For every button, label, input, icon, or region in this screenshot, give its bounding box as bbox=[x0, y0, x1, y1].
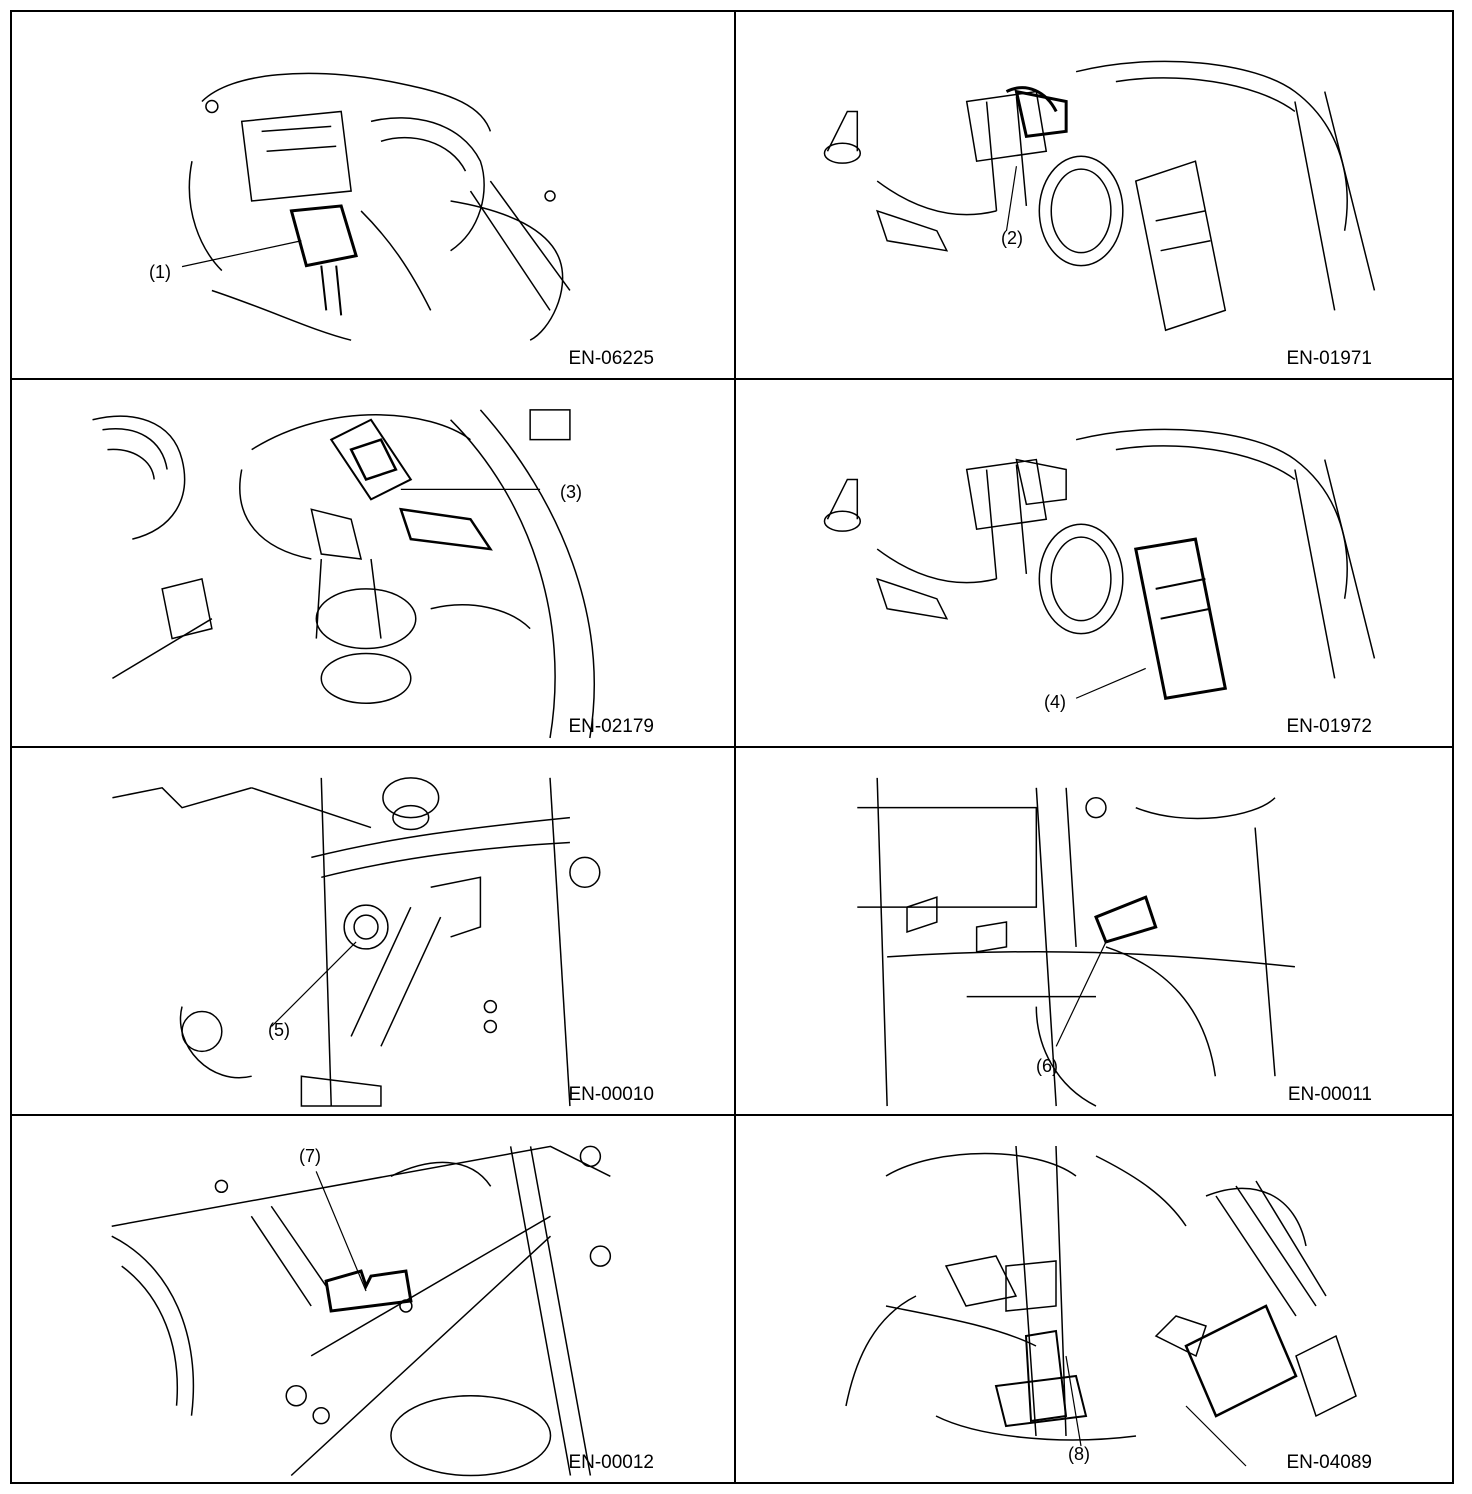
figure-code-8: EN-04089 bbox=[1286, 1452, 1372, 1473]
engine-drawing-3 bbox=[12, 380, 734, 746]
callout-2: (2) bbox=[1001, 228, 1023, 248]
engine-drawing-7 bbox=[12, 1116, 734, 1482]
callout-3: (3) bbox=[560, 482, 582, 502]
figure-code-4: EN-01972 bbox=[1286, 716, 1372, 737]
engine-drawing-2 bbox=[736, 12, 1452, 378]
panel-1: (1) EN-06225 bbox=[12, 12, 736, 380]
panel-7: (7) EN-00012 bbox=[12, 1116, 736, 1482]
panel-8: (8) EN-04089 bbox=[736, 1116, 1452, 1482]
engine-drawing-4 bbox=[736, 380, 1452, 746]
callout-6: (6) bbox=[1036, 1056, 1058, 1076]
figure-code-1: EN-06225 bbox=[568, 348, 654, 369]
engine-drawing-8 bbox=[736, 1116, 1452, 1482]
figure-code-3: EN-02179 bbox=[568, 716, 654, 737]
panel-4: (4) EN-01972 bbox=[736, 380, 1452, 748]
callout-7: (7) bbox=[299, 1146, 321, 1166]
callout-5: (5) bbox=[268, 1020, 290, 1040]
figure-code-2: EN-01971 bbox=[1286, 348, 1372, 369]
panel-2: (2) EN-01971 bbox=[736, 12, 1452, 380]
figure-grid: (1) EN-06225 (2) EN-01971 bbox=[10, 10, 1454, 1484]
callout-4: (4) bbox=[1044, 692, 1066, 712]
engine-drawing-1 bbox=[12, 12, 734, 378]
callout-8: (8) bbox=[1068, 1444, 1090, 1464]
callout-1: (1) bbox=[149, 262, 171, 282]
engine-drawing-6 bbox=[736, 748, 1452, 1114]
figure-code-7: EN-00012 bbox=[568, 1452, 654, 1473]
figure-code-6: EN-00011 bbox=[1287, 1084, 1372, 1105]
panel-5: (5) EN-00010 bbox=[12, 748, 736, 1116]
engine-drawing-5 bbox=[12, 748, 734, 1114]
panel-3: (3) EN-02179 bbox=[12, 380, 736, 748]
figure-code-5: EN-00010 bbox=[568, 1084, 654, 1105]
panel-6: (6) EN-00011 bbox=[736, 748, 1452, 1116]
